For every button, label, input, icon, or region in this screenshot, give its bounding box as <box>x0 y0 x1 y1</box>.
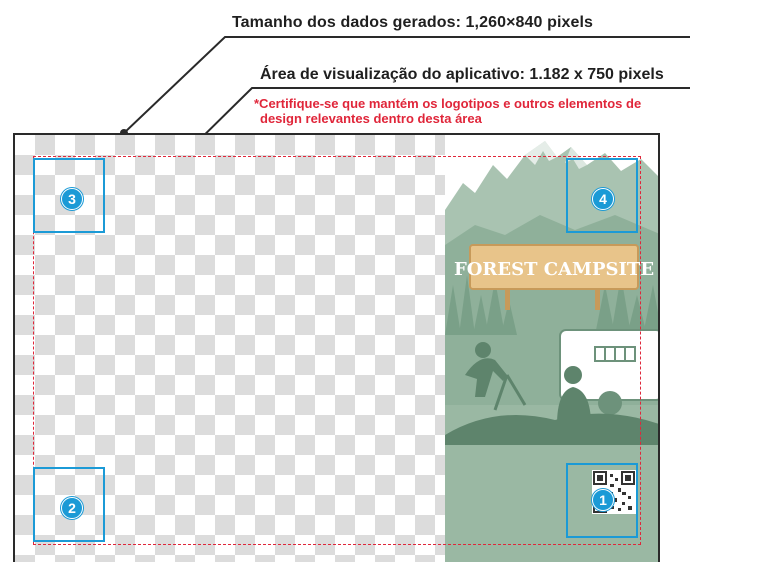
corner-box-2: 2 <box>33 467 105 542</box>
camper-silhouettes <box>445 342 658 445</box>
campsite-artwork: FOREST CAMPSITE <box>445 135 658 562</box>
badge-1: 1 <box>592 489 614 511</box>
safe-area-note-line1: *Certifique-se que mantém os logotipos e… <box>254 96 642 111</box>
badge-4: 4 <box>592 188 614 210</box>
campsite-sign-text: FOREST CAMPSITE <box>454 259 654 280</box>
app-view-area-label: Área de visualização do aplicativo: 1.18… <box>260 66 664 83</box>
safe-area-note-line2: design relevantes dentro desta área <box>260 111 482 126</box>
corner-box-4: 4 <box>566 158 638 233</box>
corner-box-1: 1 <box>566 463 638 538</box>
generated-size-label: Tamanho dos dados gerados: 1,260×840 pix… <box>232 14 594 31</box>
generated-data-frame: FOREST CAMPSITE <box>13 133 660 562</box>
corner-box-3: 3 <box>33 158 105 233</box>
camper-van <box>559 329 658 415</box>
campsite-sign <box>469 244 639 290</box>
generated-size-leader <box>123 36 690 134</box>
badge-3: 3 <box>61 188 83 210</box>
badge-2: 2 <box>61 497 83 519</box>
mountain-campsite-illustration: FOREST CAMPSITE <box>445 135 658 562</box>
safe-area-note: *Certifique-se que mantém os logotipos e… <box>254 96 641 126</box>
